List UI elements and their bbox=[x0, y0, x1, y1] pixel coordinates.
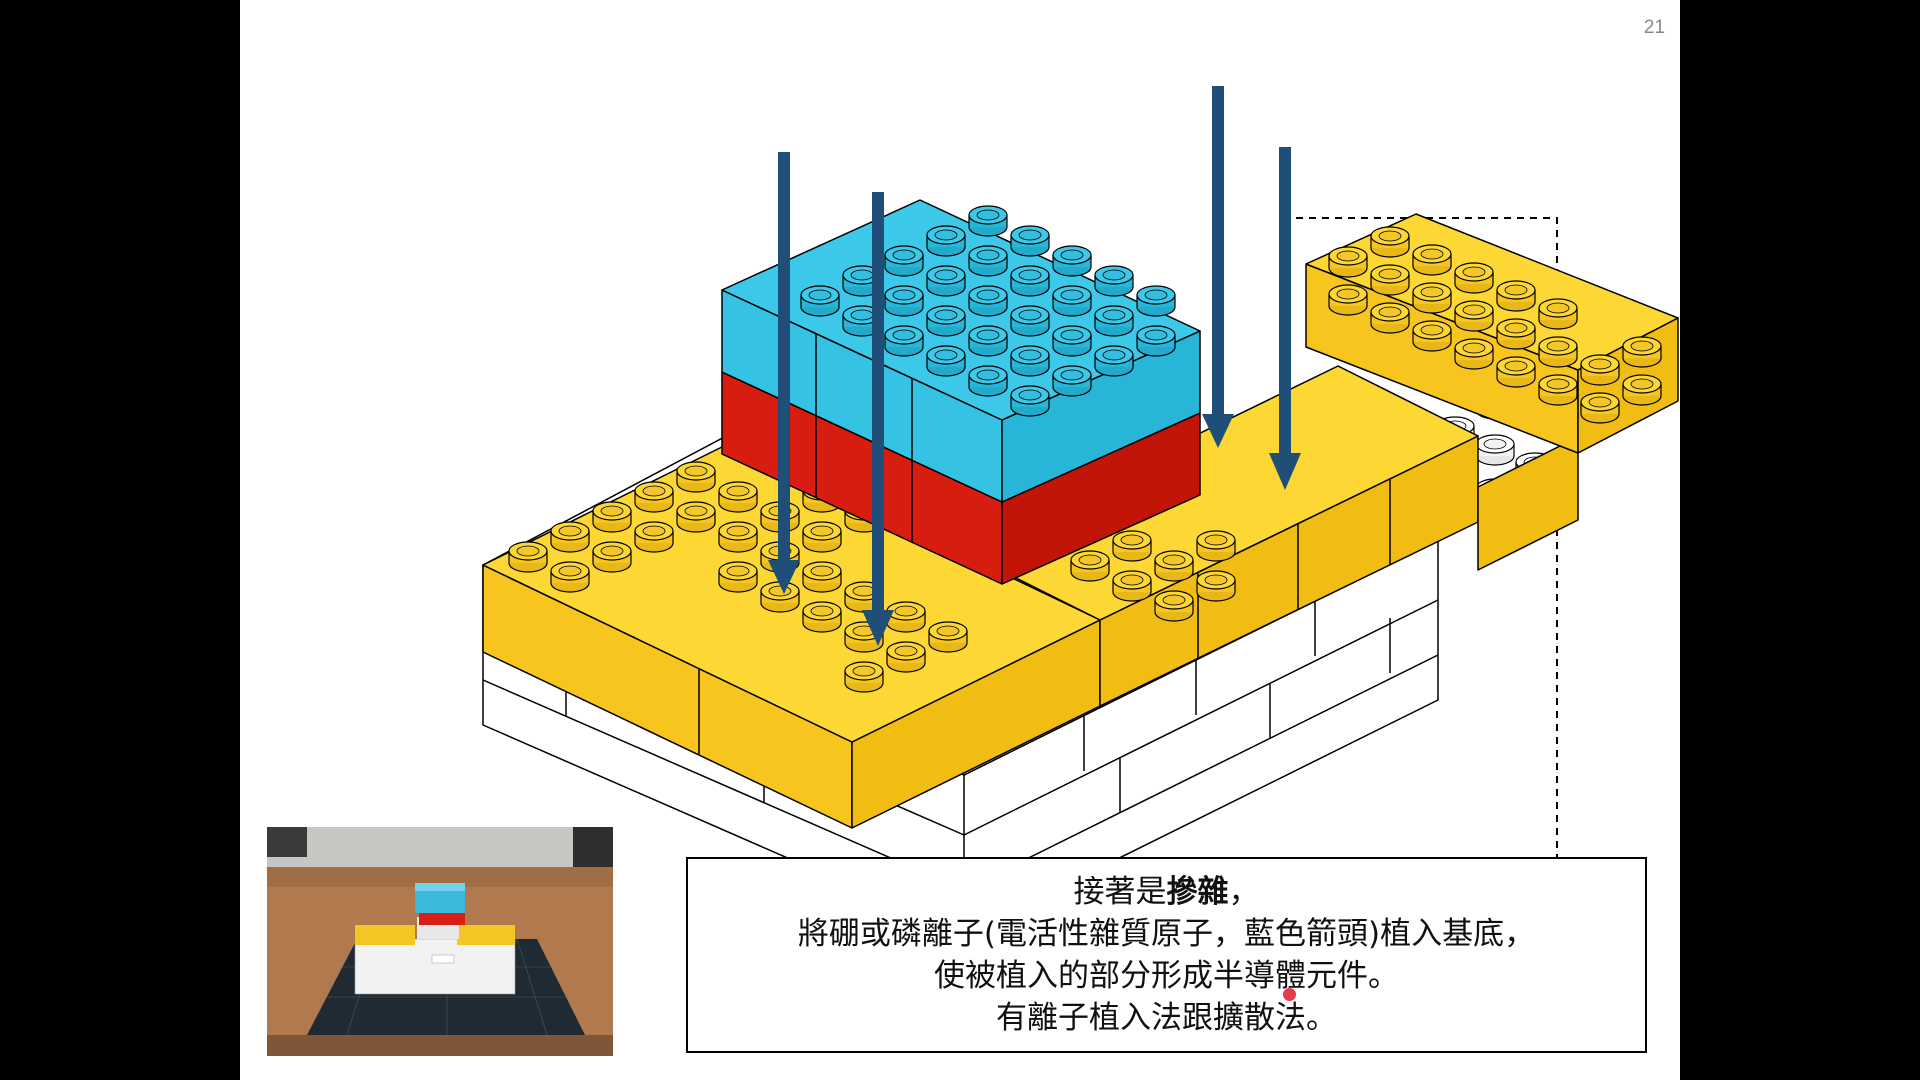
photo-inset-lego-model bbox=[267, 827, 613, 1056]
caption-keyword-doping: 摻雜 bbox=[1166, 874, 1229, 910]
implant-arrows bbox=[768, 86, 1301, 646]
caption-line-1-prefix: 接著是 bbox=[1073, 874, 1167, 910]
caption-box: 接著是摻雜， 將硼或磷離子(電活性雜質原子，藍色箭頭)植入基底， 使被植入的部分… bbox=[686, 857, 1647, 1053]
caption-line-1: 接著是摻雜， bbox=[1074, 871, 1260, 913]
red-gate-layer bbox=[721, 371, 1201, 585]
caption-line-4: 有離子植入法跟擴散法。 bbox=[996, 1000, 1337, 1036]
down-arrow-icon bbox=[768, 152, 800, 594]
laser-pointer-dot bbox=[1283, 988, 1296, 1001]
dashed-outline bbox=[1283, 217, 1558, 858]
down-arrow-icon bbox=[1202, 86, 1234, 448]
down-arrow-icon bbox=[1269, 147, 1301, 490]
lego-doping-diagram bbox=[482, 86, 1679, 936]
caption-line-3: 使被植入的部分形成半導體元件。 bbox=[934, 958, 1399, 994]
caption-line-2: 將硼或磷離子(電活性雜質原子，藍色箭頭)植入基底， bbox=[797, 916, 1536, 952]
down-arrow-icon bbox=[862, 192, 894, 646]
caption-line-1-suffix: ， bbox=[1228, 874, 1260, 910]
slide: 21 bbox=[240, 0, 1680, 1080]
slide-number: 21 bbox=[1643, 17, 1665, 38]
